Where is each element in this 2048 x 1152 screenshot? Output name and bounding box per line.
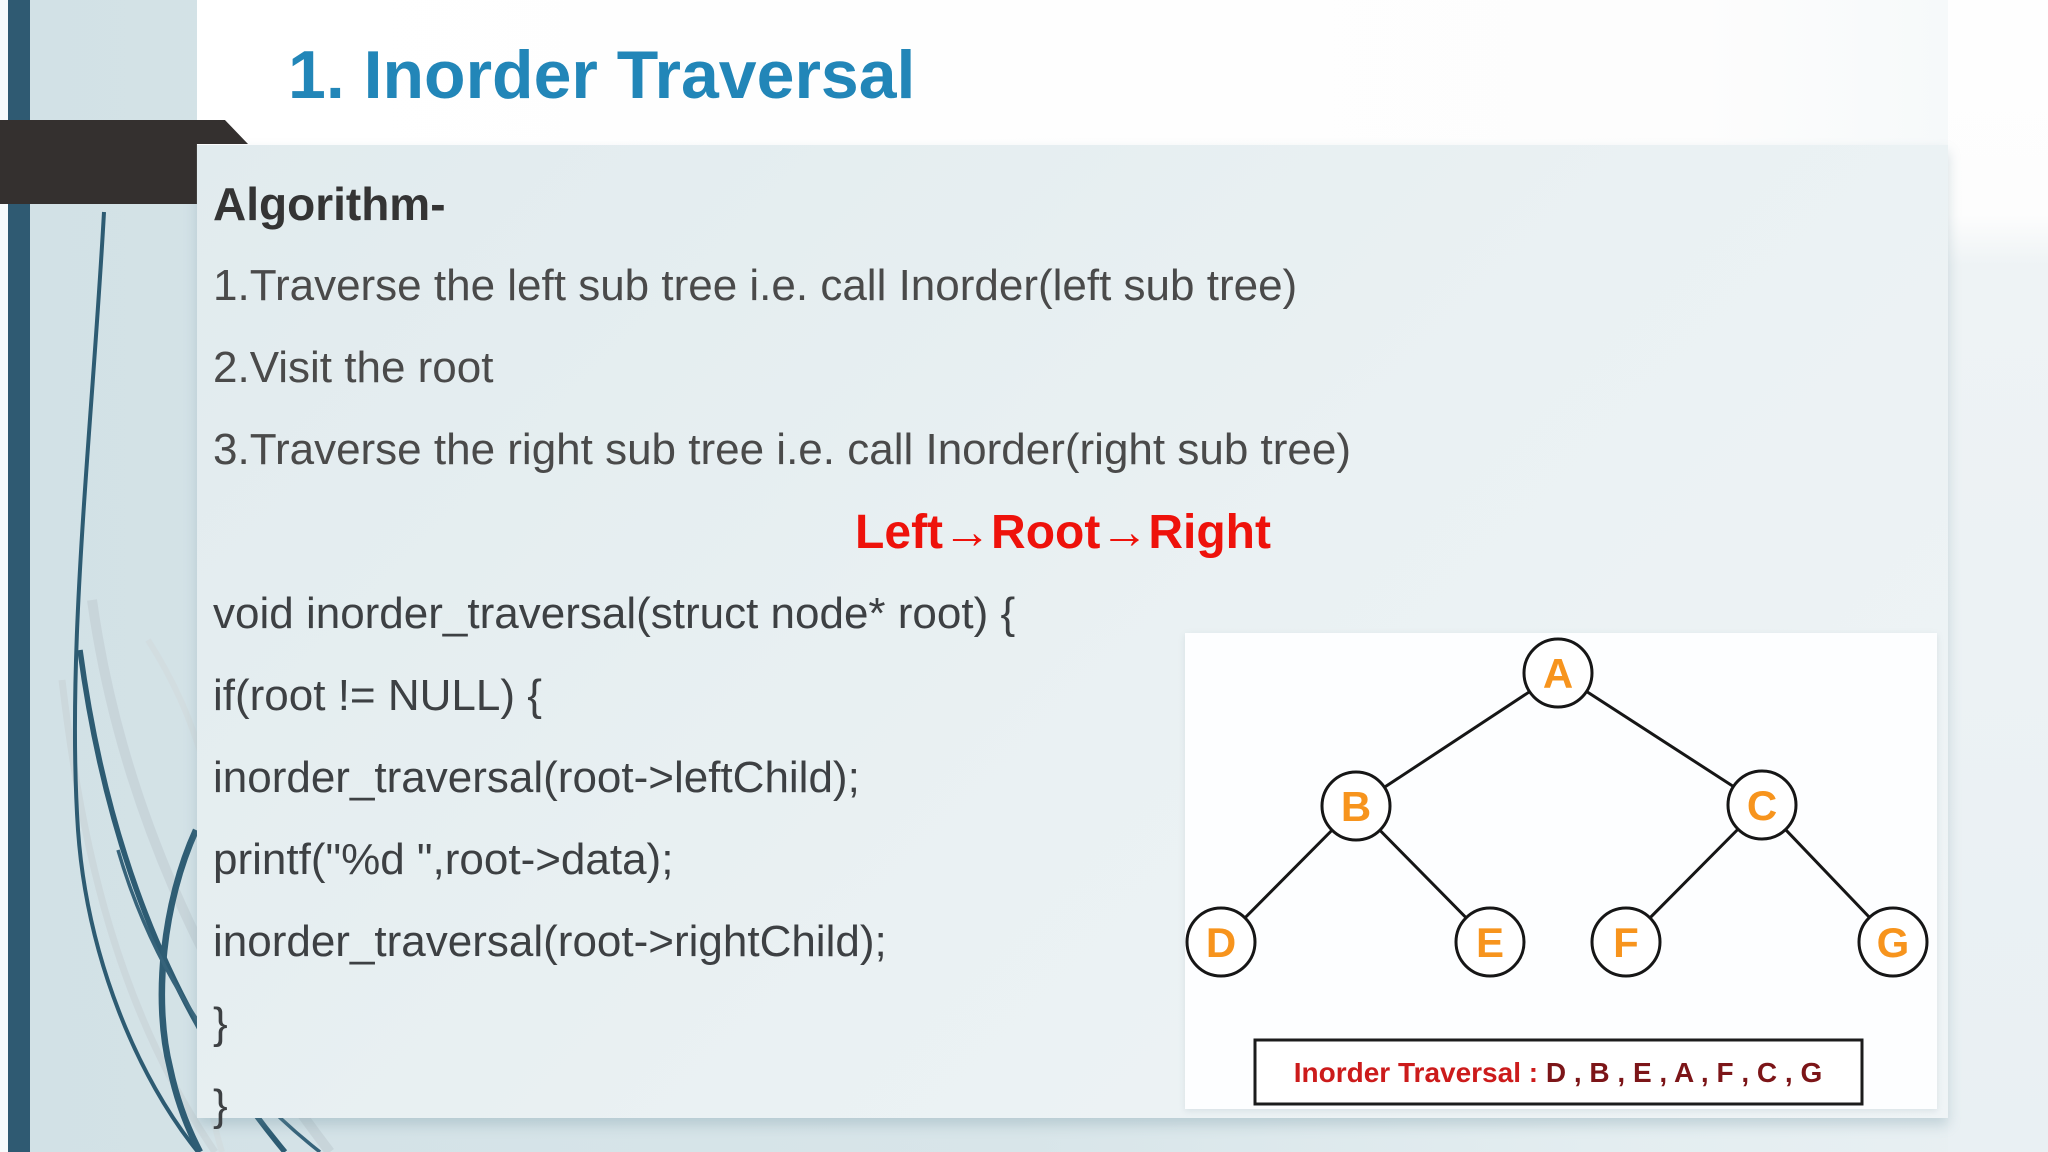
code-line-4: printf("%d ",root->data); bbox=[213, 835, 674, 884]
code-line-2: if(root != NULL) { bbox=[213, 671, 542, 720]
binary-tree-diagram: A B C D E F G Inorder Traversal : D , B , E , A… bbox=[1185, 637, 1929, 1106]
traversal-result-sequence: D , B , E , A , F , C , G bbox=[1546, 1057, 1822, 1088]
traversal-result-text: Inorder Traversal : D , B , E , A , F , … bbox=[1294, 1057, 1823, 1088]
code-line-5: inorder_traversal(root->rightChild); bbox=[213, 917, 887, 966]
traversal-result-label: Inorder Traversal : bbox=[1294, 1057, 1546, 1088]
right-background-strip bbox=[1948, 0, 2048, 1152]
traversal-result-box bbox=[1253, 1038, 1864, 1106]
tree-node-label-g: G bbox=[1877, 919, 1910, 966]
code-line-1: void inorder_traversal(struct node* root… bbox=[213, 589, 1016, 638]
algorithm-step-1: 1.Traverse the left sub tree i.e. call I… bbox=[213, 261, 1298, 310]
tree-node-label-b: B bbox=[1341, 783, 1371, 830]
teal-sidebar bbox=[8, 0, 30, 1152]
tree-node-d bbox=[1185, 906, 1257, 978]
tree-node-e bbox=[1454, 906, 1526, 978]
content-panel: Algorithm- 1.Traverse the left sub tree … bbox=[197, 145, 1948, 1130]
slide-body: Algorithm- 1.Traverse the left sub tree … bbox=[213, 163, 1933, 1147]
tree-node-label-c: C bbox=[1747, 782, 1777, 829]
page-title: 1. Inorder Traversal bbox=[288, 37, 916, 113]
tree-node-b bbox=[1320, 770, 1392, 842]
tree-node-c bbox=[1726, 769, 1798, 841]
algorithm-heading: Algorithm- bbox=[213, 178, 446, 230]
code-line-3: inorder_traversal(root->leftChild); bbox=[213, 753, 860, 802]
tree-node-label-e: E bbox=[1476, 919, 1504, 966]
code-line-6: } bbox=[213, 999, 228, 1048]
tree-diagram-panel: A B C D E F G Inorder Traversal : D , B , E , A… bbox=[1185, 633, 1937, 1109]
traversal-order-text: Left→Root→Right bbox=[855, 505, 1271, 559]
tree-edge-a-c bbox=[1557, 671, 1763, 807]
tree-edge-a-b bbox=[1355, 671, 1559, 808]
code-line-7: } bbox=[213, 1081, 228, 1130]
left-edge-strip bbox=[0, 0, 8, 1152]
tree-node-f bbox=[1590, 906, 1662, 978]
algorithm-step-2: 2.Visit the root bbox=[213, 343, 494, 392]
tree-node-label-f: F bbox=[1613, 919, 1639, 966]
algorithm-step-3: 3.Traverse the right sub tree i.e. call … bbox=[213, 425, 1351, 474]
tree-node-label-a: A bbox=[1543, 650, 1573, 697]
title-band bbox=[197, 0, 1948, 145]
tree-node-label-d: D bbox=[1206, 919, 1236, 966]
tree-node-a bbox=[1522, 637, 1594, 709]
tree-node-g bbox=[1857, 906, 1929, 978]
